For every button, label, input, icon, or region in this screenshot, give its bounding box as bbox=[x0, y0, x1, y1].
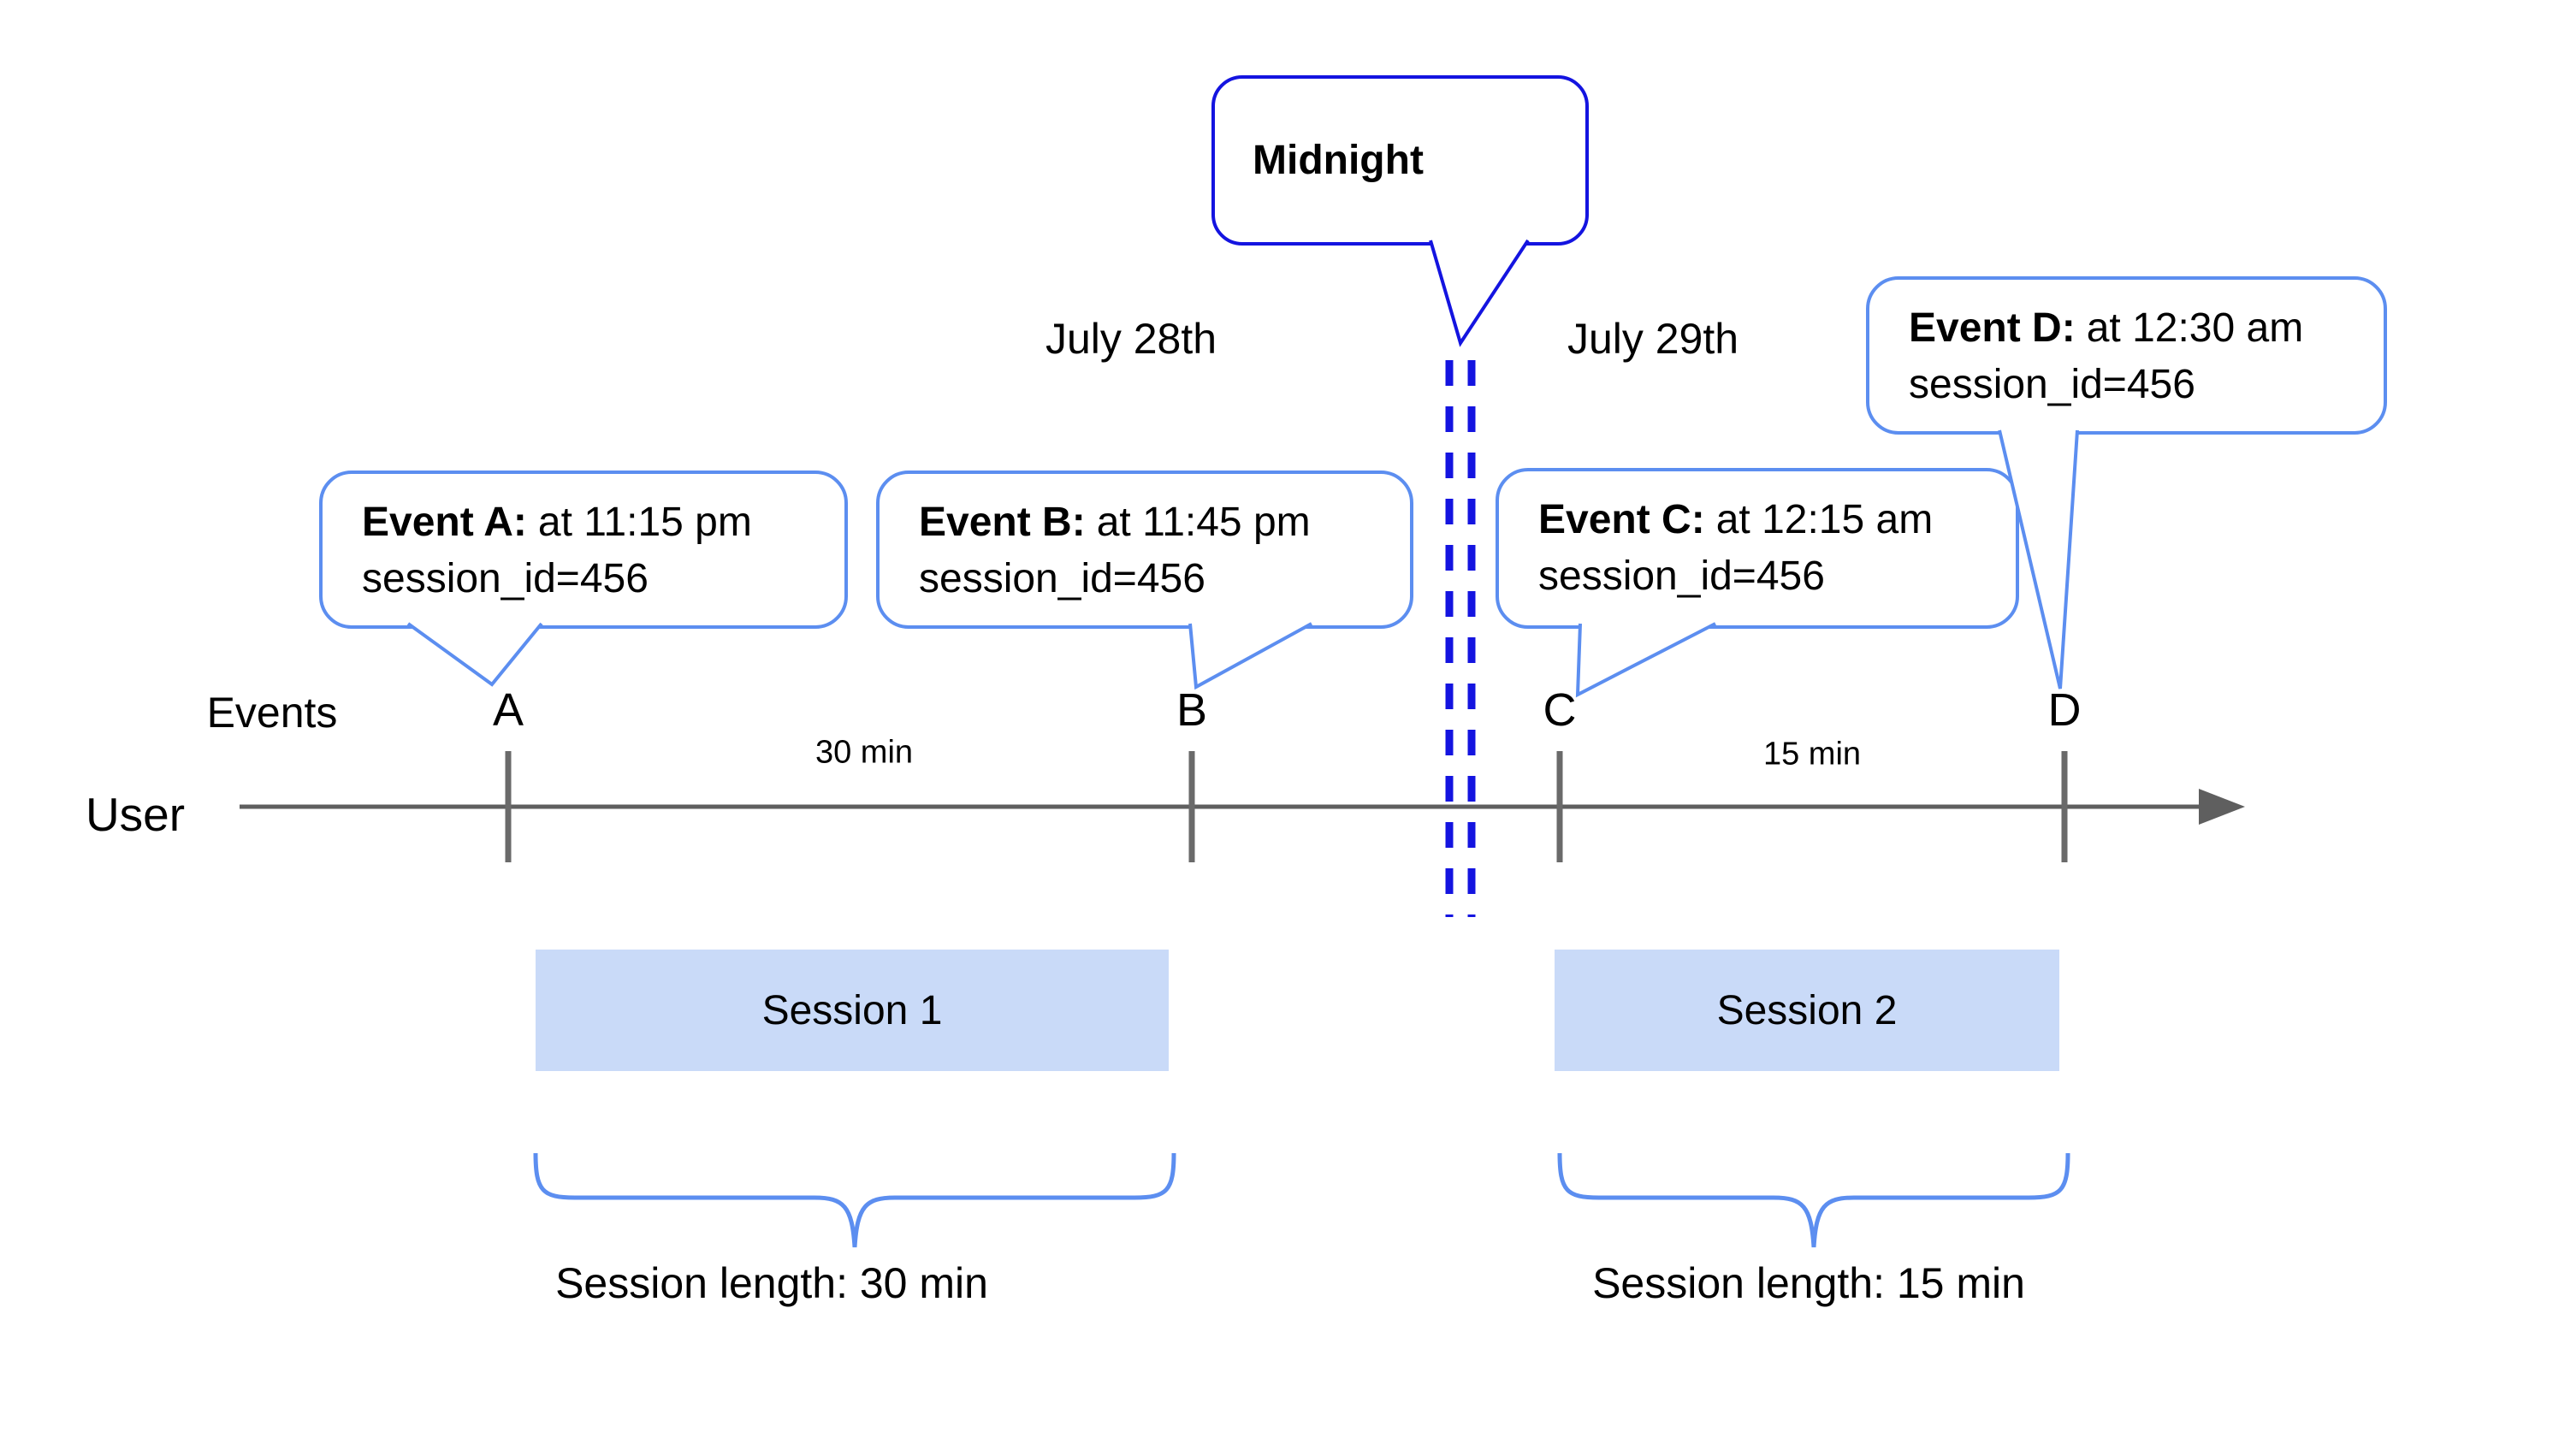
session2-length-label: Session length: 15 min bbox=[1592, 1259, 2025, 1307]
event-c-session: session_id=456 bbox=[1538, 553, 1825, 599]
events-axis-label: Events bbox=[206, 689, 338, 737]
event-c-time: at 12:15 am bbox=[1715, 497, 1934, 542]
event-b-session: session_id=456 bbox=[919, 556, 1205, 601]
event-d-callout: Event D:at 12:30 am session_id=456 bbox=[1866, 276, 2387, 435]
event-c-callout: Event C:at 12:15 am session_id=456 bbox=[1496, 468, 2019, 629]
tick-label-b: B bbox=[1176, 684, 1208, 736]
event-b-callout: Event B:at 11:45 pm session_id=456 bbox=[876, 471, 1413, 629]
timeline-arrowhead-icon bbox=[2199, 789, 2245, 825]
event-d-session: session_id=456 bbox=[1909, 362, 2195, 407]
interval-ab-label: 30 min bbox=[814, 734, 914, 771]
event-a-callout-tail bbox=[406, 622, 543, 687]
midnight-callout-tail bbox=[1429, 239, 1530, 347]
event-a-line1: Event A:at 11:15 pm bbox=[362, 494, 829, 551]
event-b-name: Event B: bbox=[919, 500, 1086, 545]
tick-label-c: C bbox=[1543, 684, 1577, 736]
user-axis-label: User bbox=[85, 788, 186, 841]
event-d-name: Event D: bbox=[1909, 305, 2076, 351]
session1-label: Session 1 bbox=[761, 987, 943, 1033]
session1-box: Session 1 bbox=[536, 950, 1169, 1071]
date-july-29: July 29th bbox=[1567, 315, 1739, 363]
event-a-callout: Event A:at 11:15 pm session_id=456 bbox=[319, 471, 848, 629]
event-c-name: Event C: bbox=[1538, 497, 1705, 542]
session2-box: Session 2 bbox=[1555, 950, 2059, 1071]
session1-length-label: Session length: 30 min bbox=[555, 1259, 988, 1307]
date-july-28: July 28th bbox=[1045, 315, 1217, 363]
event-c-line1: Event C:at 12:15 am bbox=[1538, 492, 2000, 548]
event-a-name: Event A: bbox=[362, 500, 527, 545]
event-a-time: at 11:15 pm bbox=[537, 500, 752, 545]
tick-label-d: D bbox=[2047, 684, 2082, 736]
session2-brace bbox=[1557, 1152, 2070, 1248]
midnight-label: Midnight bbox=[1253, 138, 1424, 183]
session1-brace bbox=[533, 1152, 1176, 1248]
event-b-line1: Event B:at 11:45 pm bbox=[919, 494, 1395, 551]
event-d-line1: Event D:at 12:30 am bbox=[1909, 300, 2368, 357]
interval-cd-label: 15 min bbox=[1762, 736, 1862, 772]
session2-label: Session 2 bbox=[1716, 987, 1898, 1033]
tick-label-a: A bbox=[492, 684, 524, 736]
midnight-callout: Midnight bbox=[1211, 75, 1589, 246]
event-c-callout-tail bbox=[1575, 622, 1716, 698]
event-b-callout-tail bbox=[1188, 622, 1312, 690]
event-d-time: at 12:30 am bbox=[2086, 305, 2304, 351]
event-b-time: at 11:45 pm bbox=[1096, 500, 1311, 545]
event-a-session: session_id=456 bbox=[362, 556, 649, 601]
